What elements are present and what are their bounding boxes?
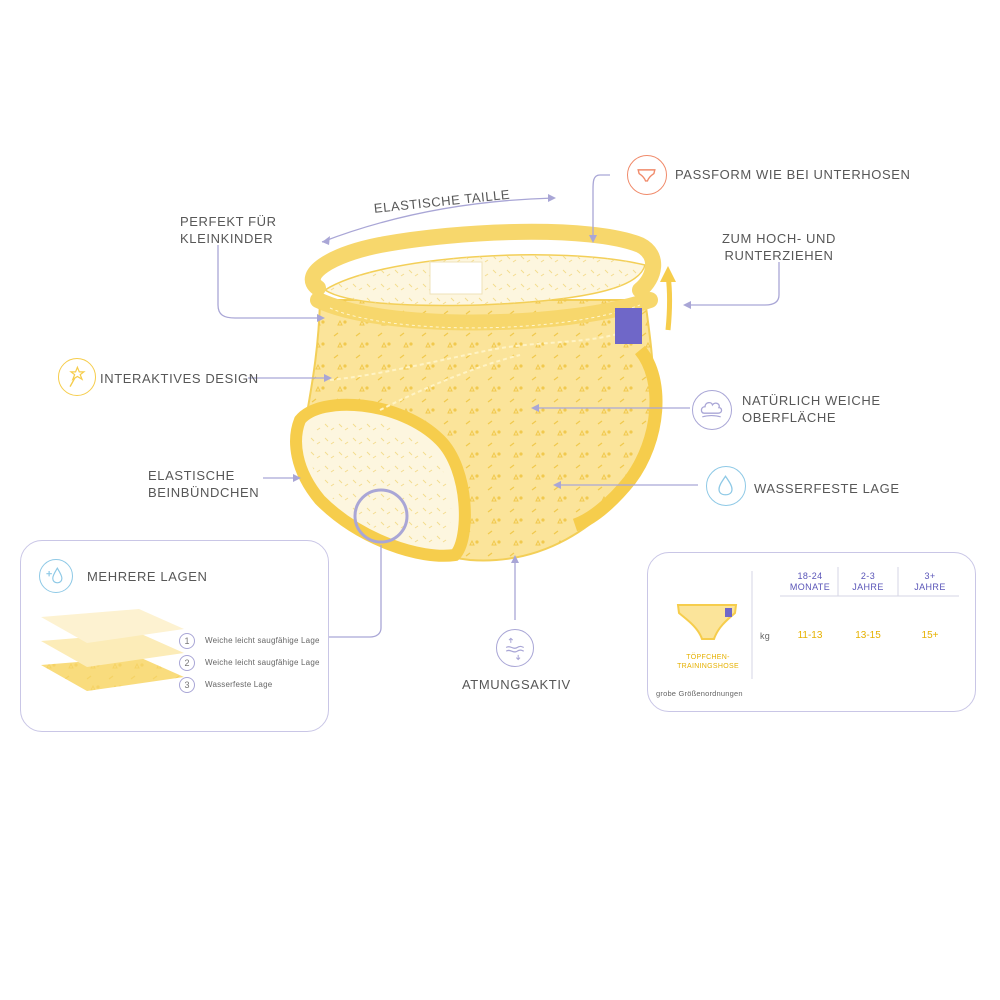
label-breathable: ATMUNGSAKTIV (462, 677, 571, 692)
size-col-2-line1: 2-3 (860, 571, 876, 581)
size-col-1-value: 11-13 (797, 630, 823, 641)
label-toddler: PERFEKT FÜR KLEINKINDER (180, 213, 277, 247)
label-toddler-line1: PERFEKT FÜR (180, 214, 277, 229)
size-col-3-line1: 3+ (924, 571, 936, 581)
layer-item-text: Wasserfeste Lage (205, 680, 273, 689)
layer-item-text: Weiche leicht saugfähige Lage (205, 658, 320, 667)
label-toddler-line2: KLEINKINDER (180, 231, 274, 246)
product-name-line2: TRAININGSHOSE (677, 663, 739, 670)
size-col-1-header: 18-24 MONATE (786, 571, 834, 593)
product-name: TÖPFCHEN- TRAININGSHOSE (668, 653, 748, 671)
size-footnote: grobe Größenordnungen (656, 689, 743, 698)
star-wand-icon (58, 358, 96, 396)
size-table-panel: 18-24 MONATE 2-3 JAHRE 3+ JAHRE kg 11-13… (647, 552, 976, 712)
size-col-2-line2: JAHRE (852, 582, 884, 592)
label-waterproof: WASSERFESTE LAGE (754, 481, 900, 496)
size-col-3-value: 15+ (921, 630, 939, 641)
layer-item-text: Weiche leicht saugfähige Lage (205, 636, 320, 645)
mini-pants-icon (676, 604, 738, 640)
layers-illustration (41, 609, 184, 691)
size-col-3-header: 3+ JAHRE (906, 571, 954, 593)
label-leg-line2: BEINBÜNDCHEN (148, 485, 260, 500)
detail-ring (353, 488, 409, 544)
size-unit: kg (760, 631, 770, 641)
label-pull-line1: ZUM HOCH- UND (722, 231, 836, 246)
layers-panel: MEHRERE LAGEN 1 Weiche leicht saugfähige… (20, 540, 329, 732)
label-leg-line1: ELASTISCHE (148, 468, 235, 483)
label-soft-line1: NATÜRLICH WEICHE (742, 393, 881, 408)
label-pull-up: ZUM HOCH- UND RUNTERZIEHEN (718, 230, 840, 264)
training-pants-illustration (290, 223, 676, 562)
underwear-icon (627, 155, 667, 195)
label-pull-line2: RUNTERZIEHEN (724, 248, 834, 263)
size-col-1-line2: MONATE (789, 582, 831, 592)
label-fit: PASSFORM WIE BEI UNTERHOSEN (675, 167, 911, 182)
drop-plus-icon (39, 559, 73, 593)
cloud-soft-icon (692, 390, 732, 430)
size-col-3-line2: JAHRE (914, 582, 946, 592)
size-table-grid (676, 567, 959, 679)
airflow-icon (496, 629, 534, 667)
size-col-2-header: 2-3 JAHRE (844, 571, 892, 593)
label-leg-cuffs: ELASTISCHE BEINBÜNDCHEN (148, 467, 259, 501)
label-interactive: INTERAKTIVES DESIGN (100, 371, 259, 386)
size-col-1-line1: 18-24 (797, 571, 823, 581)
product-name-line1: TÖPFCHEN- (686, 654, 730, 661)
label-soft-surface: NATÜRLICH WEICHE OBERFLÄCHE (742, 392, 881, 426)
size-col-2-value: 13-15 (855, 630, 881, 641)
label-soft-line2: OBERFLÄCHE (742, 410, 837, 425)
layer-number-badge: 2 (179, 655, 195, 671)
layer-number-badge: 1 (179, 633, 195, 649)
layers-title: MEHRERE LAGEN (87, 569, 208, 584)
layer-number-badge: 3 (179, 677, 195, 693)
water-drop-icon (706, 466, 746, 506)
arrow-heads (293, 194, 691, 563)
leader-lines (217, 174, 780, 638)
